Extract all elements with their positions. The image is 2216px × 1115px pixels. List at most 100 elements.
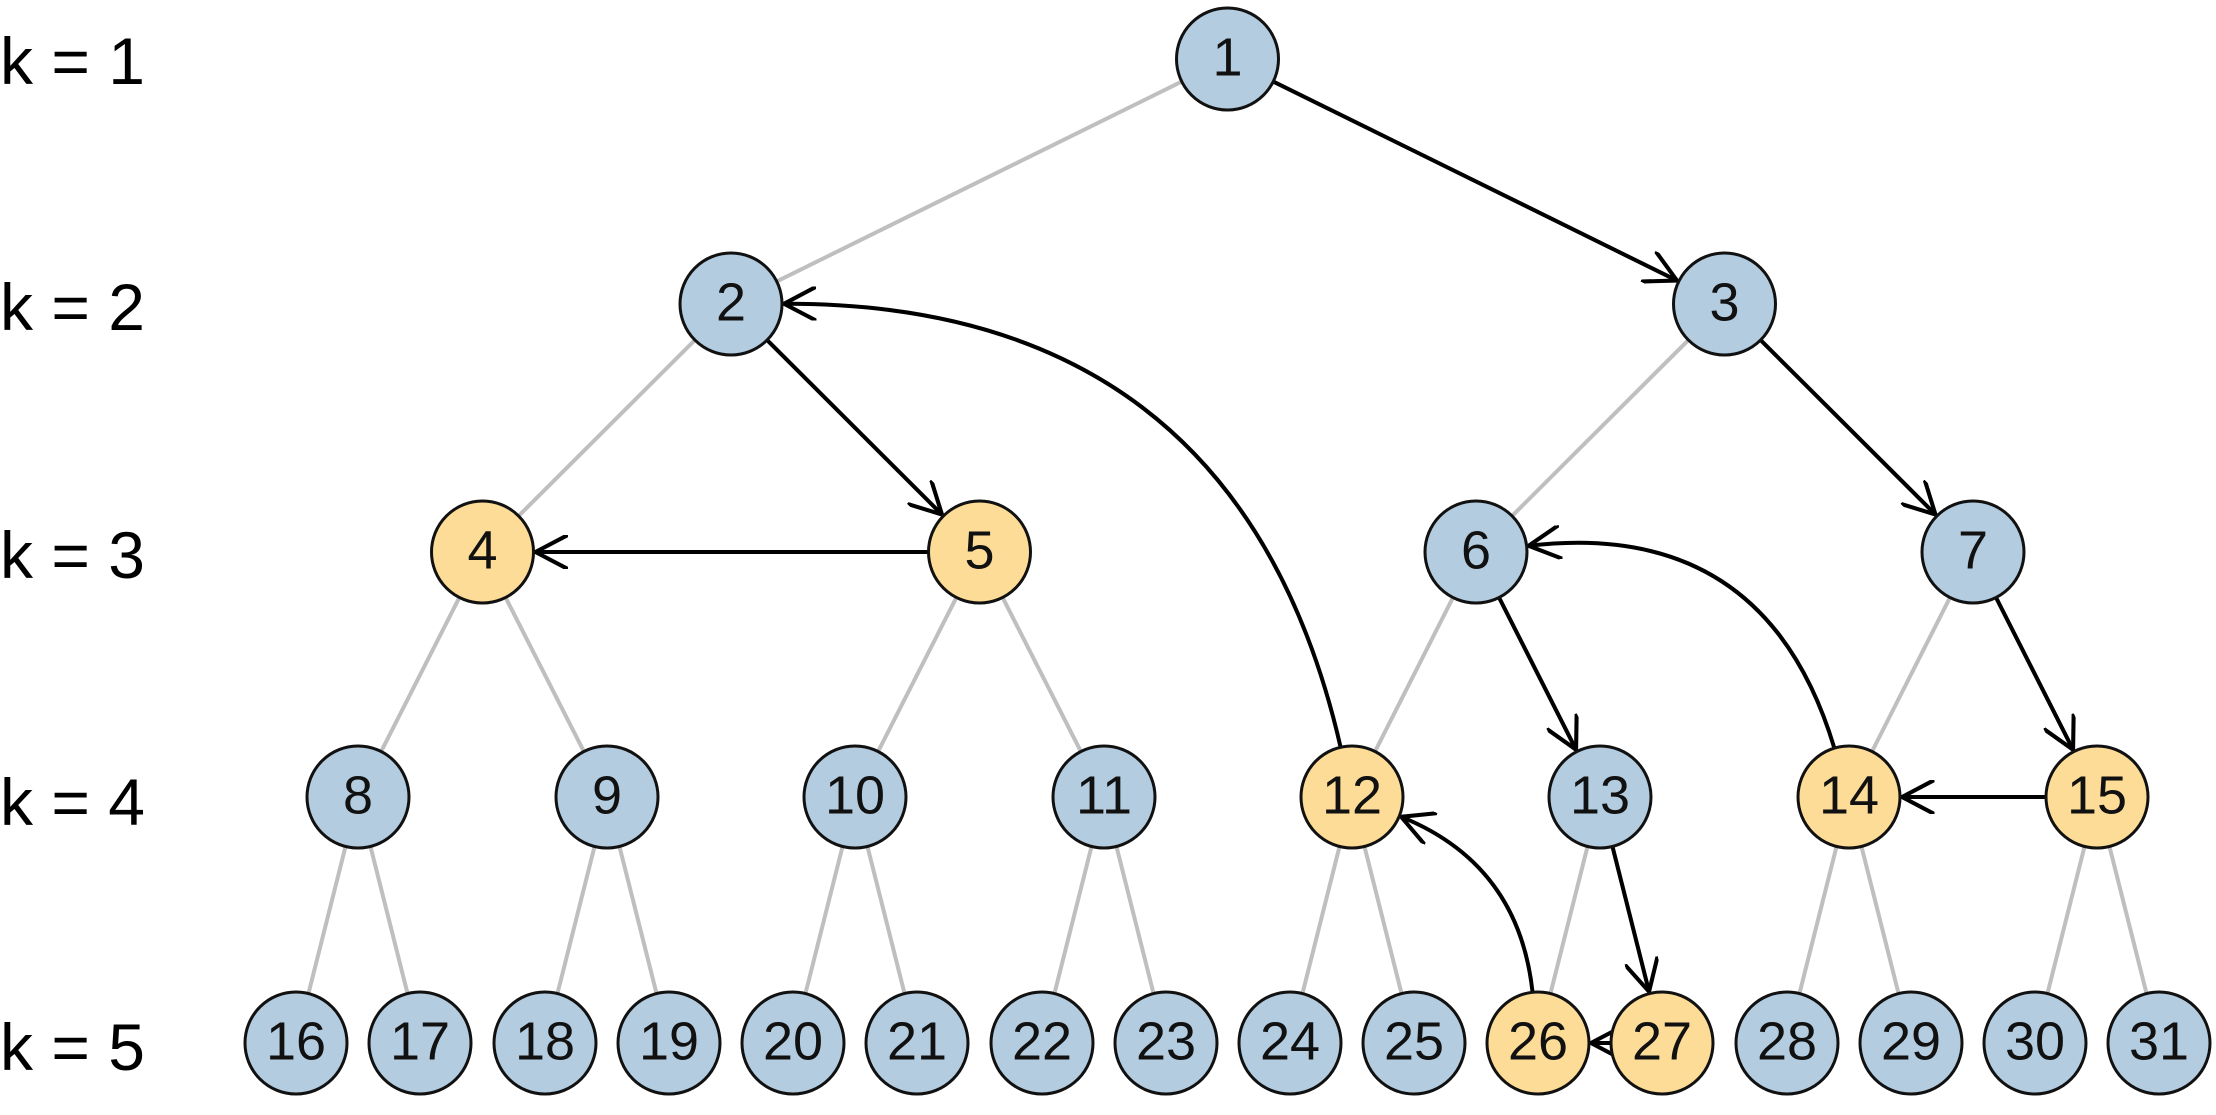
node-circle (1796, 744, 1902, 850)
tree-edge-4-8 (379, 596, 462, 753)
node-circle (1361, 990, 1467, 1096)
tree-edge-5-11 (1000, 596, 1083, 753)
tree-edge-12-24 (1300, 845, 1342, 995)
tree-node-10: 10 (802, 744, 908, 850)
node-label: 27 (1632, 1011, 1692, 1071)
node-circle (492, 990, 598, 1096)
node-label: 8 (343, 765, 373, 825)
tree-node-22: 22 (989, 990, 1095, 1096)
node-label: 7 (1958, 520, 1988, 580)
tree-node-12: 12 (1299, 744, 1405, 850)
tree-node-6: 6 (1423, 499, 1529, 605)
node-label: 31 (2129, 1011, 2189, 1071)
traversal-arrow-7-to-15 (1994, 596, 2073, 750)
tree-node-5: 5 (927, 499, 1032, 605)
node-label: 9 (592, 765, 622, 825)
node-circle (1734, 990, 1840, 1096)
level-label-k5: k = 5 (0, 1010, 145, 1084)
tree-node-2: 2 (678, 251, 784, 357)
node-circle (1609, 990, 1715, 1096)
tree-edge-9-18 (555, 845, 597, 995)
level-label-k2: k = 2 (0, 270, 145, 344)
node-circle (1237, 990, 1343, 1096)
node-label: 28 (1757, 1011, 1817, 1071)
tree-node-15: 15 (2044, 744, 2150, 850)
tree-node-19: 19 (616, 990, 722, 1096)
tree-node-9: 9 (554, 744, 660, 850)
node-label: 10 (825, 765, 885, 825)
node-circle (2106, 990, 2212, 1096)
node-circle (740, 990, 846, 1096)
tree-edge-4-9 (503, 596, 586, 753)
tree-node-27: 27 (1609, 990, 1715, 1096)
traversal-arrows (536, 79, 2074, 1043)
node-circle (1051, 744, 1157, 850)
node-label: 11 (1076, 765, 1132, 825)
tree-node-13: 13 (1547, 744, 1653, 850)
traversal-arrow-1-to-3 (1272, 79, 1677, 281)
node-circle (989, 990, 1095, 1096)
tree-node-20: 20 (740, 990, 846, 1096)
tree-edge-10-20 (803, 845, 845, 995)
node-circle (1982, 990, 2088, 1096)
node-label: 21 (887, 1011, 947, 1071)
level-label-k4: k = 4 (0, 765, 145, 839)
node-label: 29 (1881, 1011, 1941, 1071)
node-circle (430, 499, 535, 605)
node-label: 15 (2067, 765, 2127, 825)
node-label: 18 (515, 1011, 575, 1071)
level-label-k3: k = 3 (0, 518, 145, 592)
node-circle (1113, 990, 1219, 1096)
node-circle (864, 990, 970, 1096)
tree-edge-5-10 (876, 596, 959, 753)
tree-edge-8-17 (368, 845, 410, 995)
tree-edge-7-14 (1870, 596, 1952, 753)
node-circle (305, 744, 411, 850)
node-label: 16 (266, 1011, 326, 1071)
tree-node-26: 26 (1485, 990, 1591, 1096)
traversal-arrow-26-to-12 (1401, 817, 1535, 993)
tree-edge-14-29 (1859, 845, 1901, 995)
node-label: 13 (1570, 765, 1630, 825)
traversal-arrow-6-to-13 (1497, 596, 1576, 750)
tree-node-4: 4 (430, 499, 535, 605)
node-circle (1547, 744, 1653, 850)
tree-edge-13-26 (1548, 845, 1590, 995)
tree-edge-15-31 (2107, 845, 2149, 995)
level-labels: k = 1 k = 2 k = 3 k = 4 k = 5 (0, 24, 145, 1084)
tree-node-31: 31 (2106, 990, 2212, 1096)
tree-node-8: 8 (305, 744, 411, 850)
node-circle (678, 251, 784, 357)
node-circle (1485, 990, 1591, 1096)
tree-edges (306, 79, 2149, 995)
node-label: 24 (1260, 1011, 1320, 1071)
traversal-arrow-3-to-7 (1759, 338, 1936, 515)
node-label: 14 (1819, 765, 1879, 825)
node-circle (367, 990, 473, 1096)
tree-edge-2-4 (517, 338, 697, 518)
tree-edge-6-12 (1373, 596, 1455, 753)
tree-node-25: 25 (1361, 990, 1467, 1096)
tree-edge-15-30 (2045, 845, 2087, 995)
tree-edge-14-28 (1797, 845, 1839, 995)
tree-node-7: 7 (1920, 499, 2026, 605)
tree-node-17: 17 (367, 990, 473, 1096)
tree-node-14: 14 (1796, 744, 1902, 850)
node-label: 1 (1212, 27, 1242, 87)
tree-edge-12-25 (1362, 845, 1404, 995)
node-circle (2044, 744, 2150, 850)
node-circle (1299, 744, 1405, 850)
traversal-arrow-13-to-27 (1610, 845, 1649, 991)
node-circle (802, 744, 908, 850)
node-circle (1175, 6, 1280, 112)
node-circle (243, 990, 349, 1096)
node-label: 12 (1322, 765, 1382, 825)
node-circle (1920, 499, 2026, 605)
node-label: 3 (1709, 272, 1739, 332)
node-circle (1423, 499, 1529, 605)
node-label: 30 (2005, 1011, 2065, 1071)
tree-node-30: 30 (1982, 990, 2088, 1096)
node-label: 2 (716, 272, 746, 332)
node-label: 6 (1461, 520, 1491, 580)
